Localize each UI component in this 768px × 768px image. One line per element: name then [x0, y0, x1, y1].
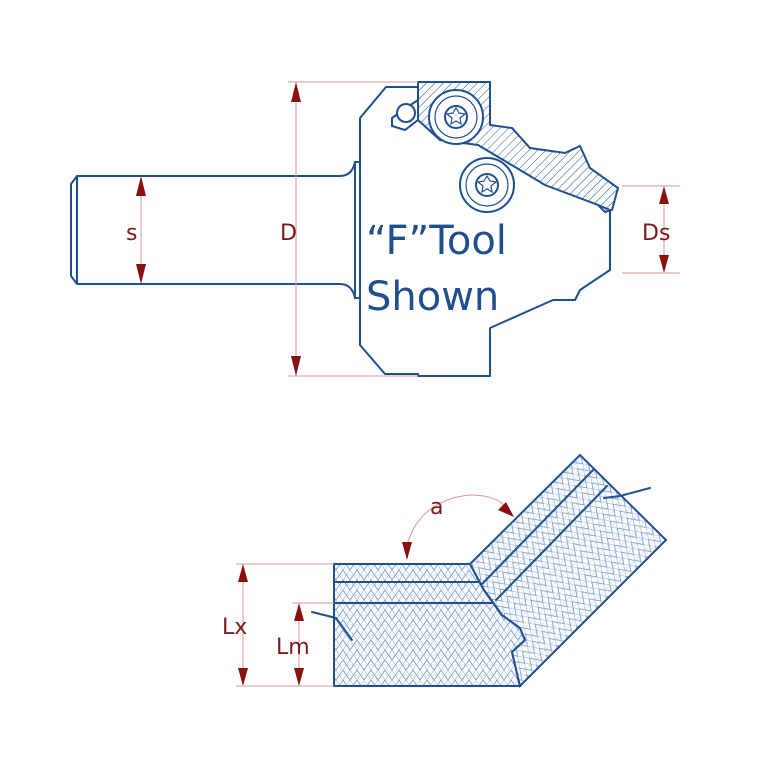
joint-profile: a Lx Lm: [222, 453, 668, 688]
dimension-lm: [292, 602, 334, 686]
dimension-s: [136, 176, 146, 284]
break-mark-right: [603, 487, 651, 499]
overlay-title-line2: Shown: [366, 274, 499, 320]
label-s: s: [126, 221, 137, 246]
dimension-lx: [236, 563, 334, 687]
tool-shank: [70, 161, 356, 299]
break-mark-left: [311, 611, 353, 641]
dimension-angle: [402, 494, 514, 560]
torx-screw-lower: [459, 157, 515, 213]
label-lm: Lm: [276, 635, 310, 660]
router-tool: s D Ds “F”Tool Shown: [70, 81, 680, 377]
dimension-ds: [622, 185, 680, 274]
overlay-title-line1: “F”Tool: [366, 218, 507, 264]
label-d: D: [280, 221, 297, 246]
dimension-d: [288, 81, 418, 377]
torx-screw-upper: [428, 89, 484, 145]
label-ds: Ds: [642, 221, 670, 246]
body-neck: [354, 161, 361, 299]
angled-board: [468, 453, 668, 688]
body-notch: [396, 103, 416, 123]
label-lx: Lx: [222, 615, 247, 640]
label-a: a: [430, 495, 443, 520]
